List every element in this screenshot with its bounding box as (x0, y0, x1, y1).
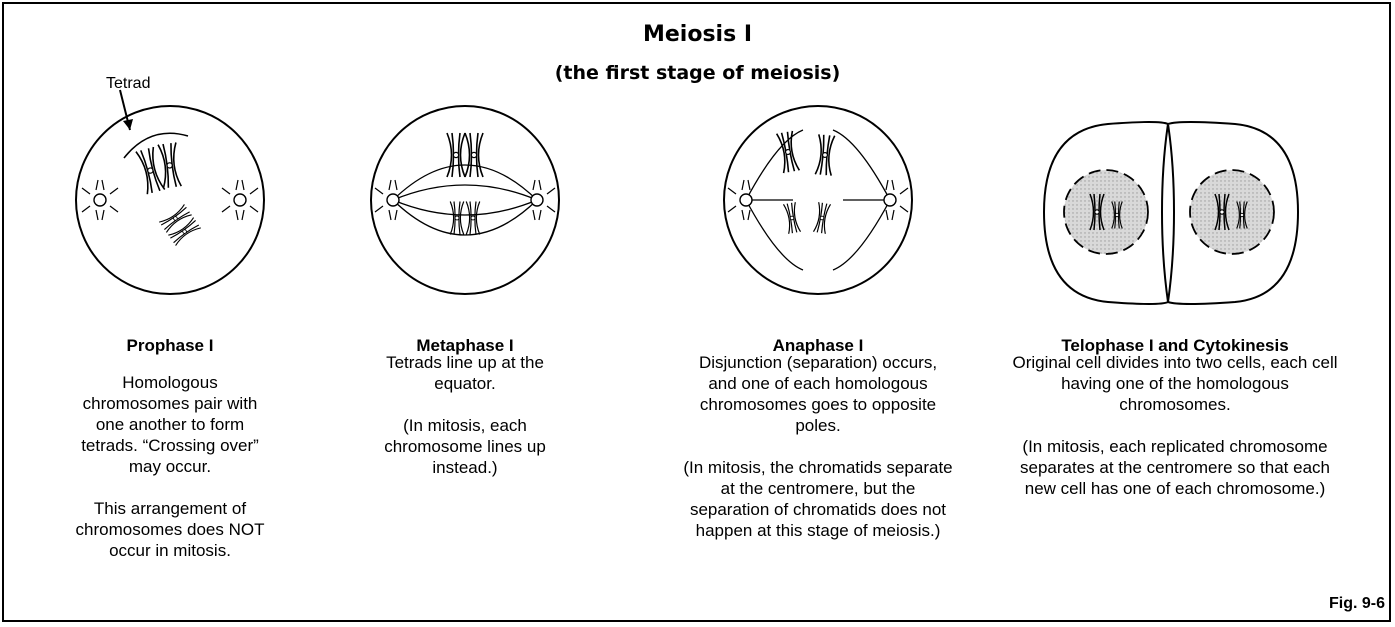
phase-description-anaphase: Disjunction (separation) occurs, and one… (683, 352, 953, 562)
metaphase-description-text: Tetrads line up at the equator. (360, 352, 570, 394)
tetrad-label: Tetrad (106, 75, 150, 93)
telophase-nucleus-left (1064, 170, 1148, 254)
phase-description-metaphase: Tetrads line up at the equator. (In mito… (360, 352, 570, 499)
telophase-cells-illustration (1040, 120, 1330, 320)
telophase-nucleus-right (1190, 170, 1274, 254)
prophase-cell-illustration (70, 100, 270, 320)
phase-description-prophase: Homologous chromosomes pair with one ano… (75, 372, 265, 582)
prophase-note-text: This arrangement of chromosomes does NOT… (75, 498, 265, 561)
phase-description-telophase: Original cell divides into two cells, ea… (1005, 352, 1345, 520)
telophase-description-text: Original cell divides into two cells, ea… (1005, 352, 1345, 415)
anaphase-note-text: (In mitosis, the chromatids separate at … (683, 457, 953, 541)
phase-title-prophase: Prophase I (70, 336, 270, 356)
metaphase-cell-illustration (365, 100, 565, 320)
anaphase-cell-illustration (718, 100, 918, 320)
diagram-title: Meiosis I (0, 22, 1395, 47)
figure-number: Fig. 9-6 (1329, 595, 1385, 613)
metaphase-note-text: (In mitosis, each chromosome lines up in… (360, 415, 570, 478)
diagram-subtitle: (the first stage of meiosis) (0, 62, 1395, 84)
telophase-note-text: (In mitosis, each replicated chromosome … (1005, 436, 1345, 499)
prophase-description-text: Homologous chromosomes pair with one ano… (75, 372, 265, 477)
anaphase-description-text: Disjunction (separation) occurs, and one… (683, 352, 953, 436)
